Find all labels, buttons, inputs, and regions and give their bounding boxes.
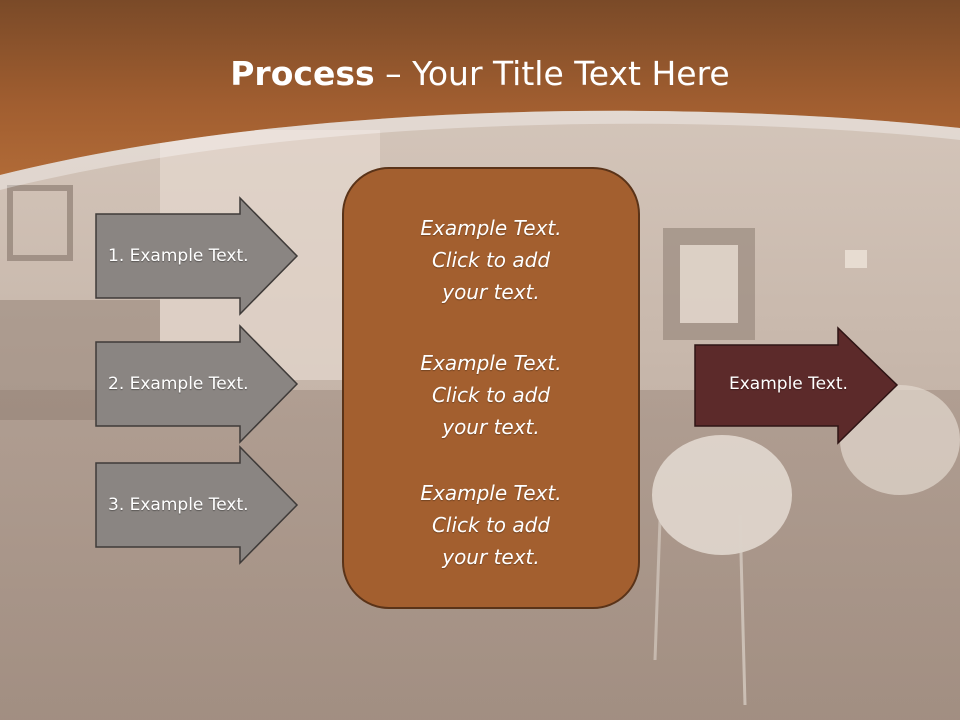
left-arrow-1-label: 1. Example Text. bbox=[108, 246, 249, 266]
center-paragraph-2: Example Text. Click to add your text. bbox=[343, 347, 639, 443]
left-arrow-3-label: 3. Example Text. bbox=[108, 495, 249, 515]
center-paragraph-2-line-1: Example Text. bbox=[420, 351, 562, 375]
right-arrow[interactable] bbox=[694, 326, 899, 445]
center-paragraph-3-line-3: your text. bbox=[442, 545, 540, 569]
title-bold: Process bbox=[230, 54, 375, 93]
center-paragraph-1: Example Text. Click to add your text. bbox=[343, 212, 639, 308]
center-paragraph-1-line-1: Example Text. bbox=[420, 216, 562, 240]
center-paragraph-3: Example Text. Click to add your text. bbox=[343, 477, 639, 573]
left-arrow-3[interactable] bbox=[95, 445, 299, 565]
center-paragraph-2-line-3: your text. bbox=[442, 415, 540, 439]
left-arrow-1[interactable] bbox=[95, 196, 299, 316]
slide-title: Process – Your Title Text Here bbox=[0, 52, 960, 96]
left-arrow-2-label: 2. Example Text. bbox=[108, 374, 249, 394]
center-paragraph-1-line-3: your text. bbox=[442, 280, 540, 304]
title-rest: – Your Title Text Here bbox=[374, 54, 730, 93]
center-paragraph-2-line-2: Click to add bbox=[431, 383, 551, 407]
center-paragraph-1-line-2: Click to add bbox=[431, 248, 551, 272]
center-box[interactable] bbox=[342, 167, 640, 609]
center-paragraph-3-line-1: Example Text. bbox=[420, 481, 562, 505]
left-arrow-2[interactable] bbox=[95, 324, 299, 444]
right-arrow-label: Example Text. bbox=[729, 374, 848, 394]
center-paragraph-3-line-2: Click to add bbox=[431, 513, 551, 537]
